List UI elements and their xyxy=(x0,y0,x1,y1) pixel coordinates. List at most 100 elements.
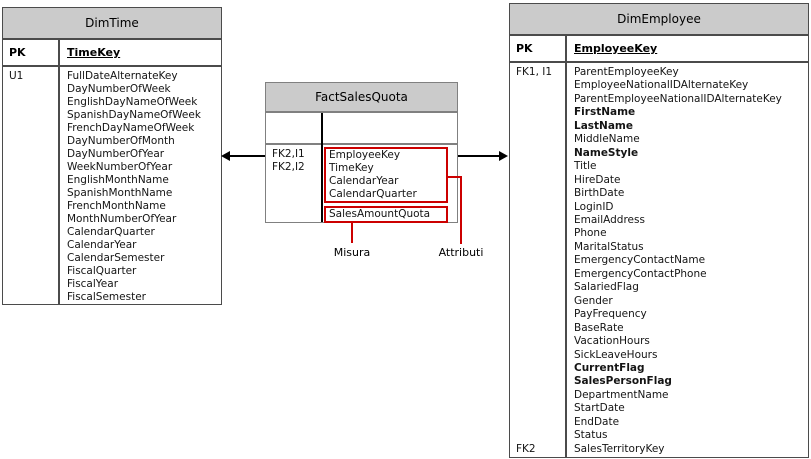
attribute-name: EnglishDayNameOfWeek xyxy=(67,96,198,108)
attribute-name: VacationHours xyxy=(574,335,650,348)
dimemployee-header: DimEmployee xyxy=(510,4,808,36)
key-constraint-label xyxy=(510,281,567,294)
key-constraint-label xyxy=(3,96,60,109)
fk-label-2: FK2,I2 xyxy=(272,161,305,173)
table-attribute-row: SalariedFlag xyxy=(510,281,808,294)
attribute-name: MaritalStatus xyxy=(574,240,644,253)
attribute-name: FrenchDayNameOfWeek xyxy=(67,122,195,134)
table-factsalesquota: FactSalesQuota FK2,I1 FK2,I2 EmployeeKey… xyxy=(265,82,458,223)
attribute-name: BaseRate xyxy=(574,321,624,334)
table-attribute-row: EnglishMonthName xyxy=(3,174,221,187)
factsalesquota-body: FK2,I1 FK2,I2 EmployeeKey TimeKey Calend… xyxy=(266,145,457,223)
key-constraint-label xyxy=(510,349,567,362)
dimtime-column-divider xyxy=(58,40,60,304)
table-attribute-row: PayFrequency xyxy=(510,308,808,321)
attribute-name: FiscalSemester xyxy=(67,291,146,303)
key-constraint-label xyxy=(510,106,567,119)
key-constraint-label xyxy=(510,93,567,106)
attribute-name: TimeKey xyxy=(329,162,374,174)
dimtime-header: DimTime xyxy=(3,8,221,40)
attribute-name: EmployeeKey xyxy=(329,149,401,161)
attribute-name: SpanishDayNameOfWeek xyxy=(67,109,201,121)
key-constraint-label xyxy=(510,362,567,375)
table-attribute-row: SickLeaveHours xyxy=(510,349,808,362)
table-attribute-row: LoginID xyxy=(510,201,808,214)
table-attribute-row: DayNumberOfWeek xyxy=(3,83,221,96)
attribute-name: Phone xyxy=(574,227,607,240)
table-attribute-row: EmployeeNationalIDAlternateKey xyxy=(510,79,808,92)
factsalesquota-header: FactSalesQuota xyxy=(266,83,457,113)
attribute-name: Title xyxy=(574,160,597,173)
dimemployee-pk-label: PK xyxy=(516,42,533,55)
dimtime-pk-column: TimeKey xyxy=(67,46,121,59)
measure-connector-line xyxy=(351,222,353,243)
attribute-name: FiscalQuarter xyxy=(67,265,137,277)
attributes-label: Attributi xyxy=(438,246,484,259)
key-constraint-label xyxy=(510,174,567,187)
attribute-name: CalendarSemester xyxy=(67,252,165,264)
key-constraint-label xyxy=(510,160,567,173)
key-constraint-label xyxy=(3,122,60,135)
key-constraint-label xyxy=(3,135,60,148)
key-constraint-label xyxy=(510,201,567,214)
attribute-name: EmailAddress xyxy=(574,213,645,226)
key-constraint-label xyxy=(3,200,60,213)
table-attribute-row: CalendarSemester xyxy=(3,252,221,265)
table-attribute-row: Status xyxy=(510,429,808,442)
key-constraint-label xyxy=(510,308,567,321)
key-constraint-label xyxy=(3,239,60,252)
table-attribute-row: FK1, I1 ParentEmployeeKey xyxy=(510,66,808,79)
attributes-highlight-box: EmployeeKey TimeKey CalendarYear Calenda… xyxy=(324,147,448,203)
attribute-name: EmployeeNationalIDAlternateKey xyxy=(574,79,749,92)
attribute-name: ParentEmployeeKey xyxy=(574,66,679,78)
table-attribute-row: WeekNumberOfYear xyxy=(3,161,221,174)
relationship-line-dimtime xyxy=(229,155,265,157)
attribute-name: CalendarQuarter xyxy=(329,188,417,200)
key-constraint-label xyxy=(3,109,60,122)
dimtime-pk-label: PK xyxy=(9,46,26,59)
attributes-connector-hline xyxy=(447,176,462,178)
attribute-name: NameStyle xyxy=(574,146,639,159)
key-constraint-label xyxy=(3,187,60,200)
table-attribute-row: CurrentFlag xyxy=(510,362,808,375)
factsalesquota-empty-pk-row xyxy=(266,113,457,145)
table-attribute-row: DayNumberOfMonth xyxy=(3,135,221,148)
attribute-name: FiscalYear xyxy=(67,278,119,290)
relationship-line-dimemployee xyxy=(458,155,500,157)
key-constraint-label xyxy=(3,265,60,278)
attribute-name: LastName xyxy=(574,119,633,132)
table-attribute-row: HireDate xyxy=(510,174,808,187)
dimemployee-column-divider xyxy=(565,36,567,457)
table-attribute-row: SpanishMonthName xyxy=(3,187,221,200)
attribute-name: MiddleName xyxy=(574,133,640,146)
attribute-name: EmergencyContactName xyxy=(574,254,706,267)
attribute-name: EndDate xyxy=(574,415,620,428)
table-attribute-row: CalendarQuarter xyxy=(3,226,221,239)
table-attribute-row: VacationHours xyxy=(510,335,808,348)
attribute-name: DepartmentName xyxy=(574,388,669,401)
key-constraint-label: U1 xyxy=(9,70,24,82)
attribute-name: EnglishMonthName xyxy=(67,174,169,186)
dimemployee-title: DimEmployee xyxy=(617,12,701,26)
table-attribute-row: FiscalQuarter xyxy=(3,265,221,278)
factsalesquota-fk-labels: FK2,I1 FK2,I2 xyxy=(266,145,323,223)
attribute-name: CalendarYear xyxy=(329,175,399,187)
table-attribute-row: FiscalYear xyxy=(3,278,221,291)
table-attribute-row: MaritalStatus xyxy=(510,241,808,254)
key-constraint-label xyxy=(510,227,567,240)
key-constraint-label: FK2 xyxy=(516,442,536,455)
dimemployee-attribute-list: FK1, I1 ParentEmployeeKey EmployeeNation… xyxy=(510,63,808,456)
key-constraint-label xyxy=(3,213,60,226)
attribute-name: DayNumberOfWeek xyxy=(67,83,171,95)
key-constraint-label xyxy=(3,226,60,239)
attribute-name: WeekNumberOfYear xyxy=(67,161,173,173)
attribute-name: SalariedFlag xyxy=(574,281,639,294)
dimtime-title: DimTime xyxy=(85,16,139,30)
table-attribute-row: FiscalSemester xyxy=(3,291,221,304)
key-constraint-label xyxy=(510,375,567,388)
key-constraint-label xyxy=(3,148,60,161)
attribute-name: CurrentFlag xyxy=(574,361,645,374)
table-attribute-row: MiddleName xyxy=(510,133,808,146)
table-attribute-row: EnglishDayNameOfWeek xyxy=(3,96,221,109)
